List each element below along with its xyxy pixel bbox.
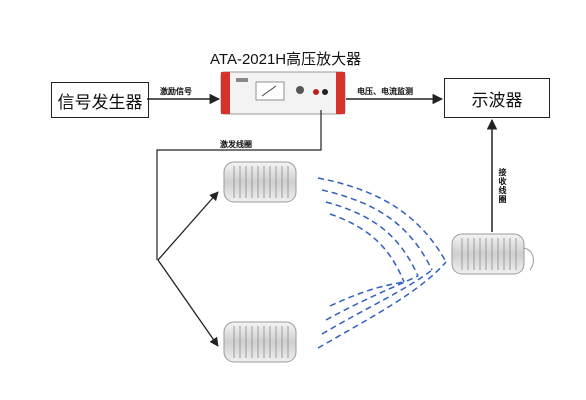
excitation-signal-label: 激励信号 (160, 87, 192, 96)
receiving-coil-label: 接收线圈 (498, 168, 507, 204)
amplifier-title: ATA-2021H高压放大器 (210, 51, 362, 68)
oscilloscope-label: 示波器 (471, 90, 523, 111)
excitation-coil-label: 激发线圈 (220, 140, 252, 149)
voltage-current-monitor-label: 电压、电流监测 (357, 87, 413, 96)
arrow-to-upper-coil (157, 191, 219, 261)
upper-coil (223, 161, 297, 203)
signal-generator-box: 信号发生器 (51, 82, 149, 118)
lower-coil (223, 321, 297, 363)
arrow-to-lower-coil (157, 259, 219, 347)
excitation-wire (156, 110, 322, 260)
receiving-coil (451, 233, 534, 275)
signal-generator-label: 信号发生器 (57, 92, 143, 113)
oscilloscope-box: 示波器 (444, 78, 550, 118)
amplifier-device (220, 71, 346, 115)
field-wave-lines (317, 177, 447, 349)
